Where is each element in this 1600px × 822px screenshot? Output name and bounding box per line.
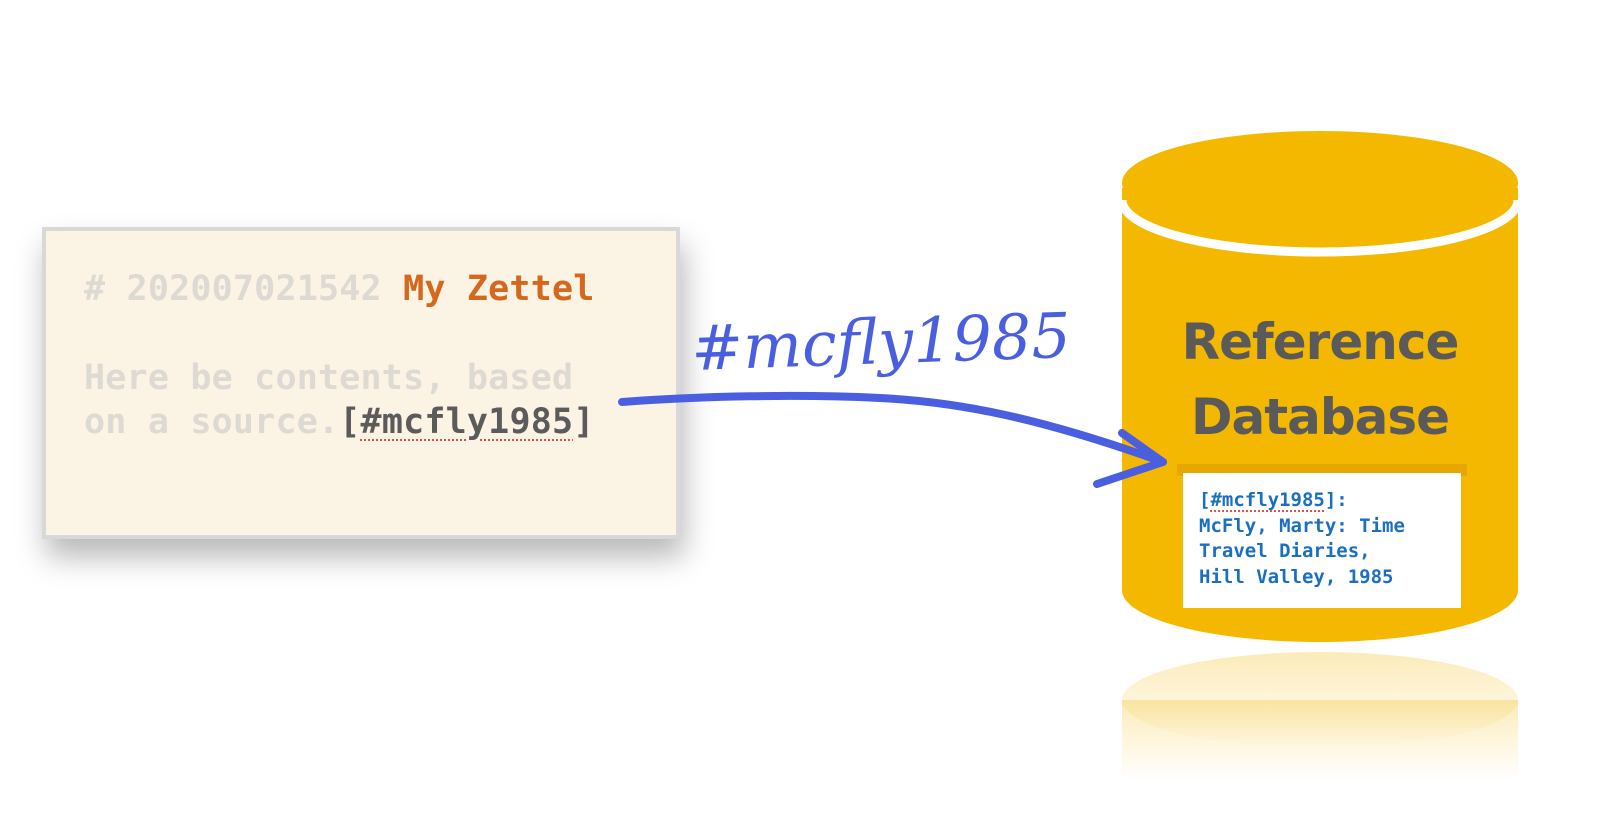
connector-arrow [618, 391, 1167, 466]
note-body-line-2: on a source.[#mcfly1985] [84, 402, 595, 442]
cylinder-reflection-body [1122, 700, 1518, 780]
entry-line-3: Travel Diaries, [1199, 540, 1371, 562]
note-reference-open: [ [339, 402, 361, 442]
entry-ref-id: #mcfly1985 [1210, 489, 1325, 511]
note-heading: # 202007021542 My Zettel [84, 269, 595, 309]
cylinder-rim [1117, 199, 1523, 257]
entry-line-2: McFly, Marty: Time [1199, 514, 1405, 537]
handwritten-tag-label: #mcfly1985 [690, 299, 1072, 385]
cylinder-lid [1122, 131, 1518, 235]
note-body-line-2-text: on a source. [84, 402, 340, 442]
note-body-line-1: Here be contents, based [84, 358, 574, 398]
entry-ref-close: ]: [1324, 489, 1348, 511]
arrow-head-icon [1093, 429, 1167, 488]
database-label-line-2: Database [1190, 388, 1450, 446]
reference-entry-card: [#mcfly1985]: McFly, Marty: Time Travel … [1183, 473, 1461, 608]
entry-ref-open: [ [1199, 489, 1211, 511]
database-label-line-1: Reference [1181, 313, 1460, 371]
note-reference-id: #mcfly1985 [360, 402, 574, 442]
note-reference-close: ] [573, 402, 595, 442]
entry-line-1: [#mcfly1985]: [1199, 488, 1461, 514]
note-title: My Zettel [403, 269, 595, 309]
entry-line-4: Hill Valley, 1985 [1199, 565, 1394, 588]
note-id-prefix: # 202007021542 [84, 269, 404, 309]
zettel-note-card: # 202007021542 My Zettel Here be content… [42, 227, 680, 539]
